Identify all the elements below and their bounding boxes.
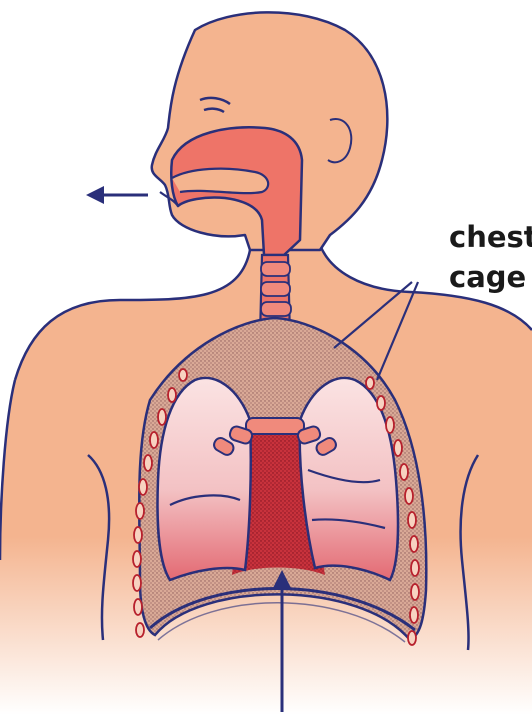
chest-label: chest	[449, 220, 532, 254]
exhale-arrow	[86, 186, 148, 204]
cage-label: cage	[449, 260, 526, 294]
left-lung	[158, 378, 251, 580]
